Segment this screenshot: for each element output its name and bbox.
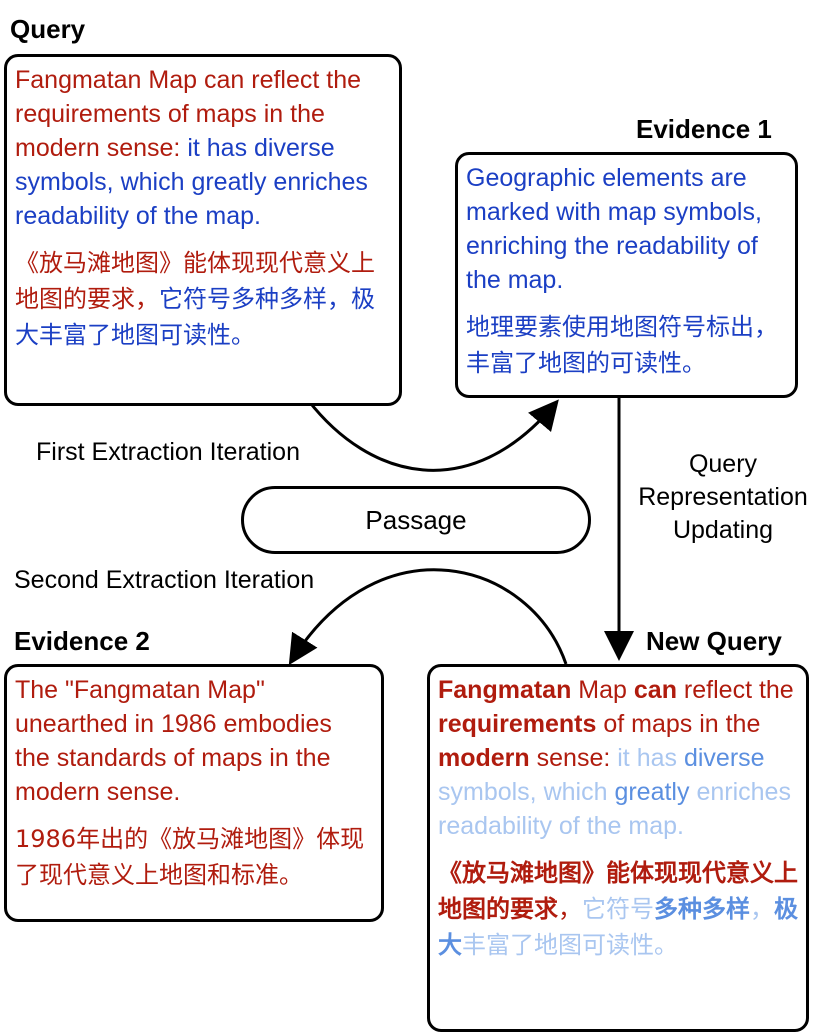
nq-zh-light-2: 极大: [438, 895, 798, 959]
nq-en-faint-1: it has: [610, 744, 684, 772]
query-update-line-1: Query: [688, 450, 758, 478]
query-update-line-2: Representation: [638, 483, 808, 511]
query-heading: Query: [10, 14, 86, 44]
nq-zh-bold-1: 《放马滩地图》能体现: [438, 859, 678, 887]
query-zh-blue: 它符号多种多样，极大丰富了地图可读性。: [15, 285, 375, 349]
second-iteration-label: Second Extraction Iteration: [14, 566, 315, 594]
nq-zh-faint-3: 丰富了地图可读性。: [462, 931, 678, 959]
passage-node: Passage: [241, 486, 591, 554]
new-query-heading: New Query: [646, 626, 782, 656]
nq-zh-bold-4: 要求: [510, 895, 558, 923]
nq-en-bold-2: can: [633, 676, 677, 704]
query-update-line-3: Updating: [672, 516, 774, 544]
query-update-label: Query Representation Updating: [628, 448, 818, 547]
evidence2-english-text: The "Fangmatan Map" unearthed in 1986 em…: [15, 676, 332, 806]
query-english-text: Fangmatan Map can reflect the requiremen…: [15, 63, 391, 233]
nq-en-4: sense:: [529, 744, 611, 772]
nq-en-light-1: diverse: [683, 744, 765, 772]
evidence2-box: The "Fangmatan Map" unearthed in 1986 em…: [4, 664, 384, 922]
first-iteration-label: First Extraction Iteration: [36, 438, 300, 466]
nq-zh-bold-2: 现代: [678, 859, 726, 887]
nq-en-bold-3: requirements: [438, 710, 597, 738]
nq-en-faint-2: symbols, which: [438, 778, 615, 806]
query-en-red: Fangmatan Map can reflect the requiremen…: [15, 66, 362, 162]
new-query-english-text: Fangmatan Map can reflect the requiremen…: [438, 673, 798, 843]
evidence1-english-text: Geographic elements are marked with map …: [466, 164, 762, 294]
evidence2-chinese-text: 1986年出的《放马滩地图》体现了现代意义上地图和标准。: [15, 825, 365, 889]
passage-label: Passage: [365, 504, 467, 535]
nq-en-2: reflect the: [676, 676, 794, 704]
evidence1-chinese-text: 地理要素使用地图符号标出，丰富了地图的可读性。: [466, 313, 778, 377]
nq-zh-5: ，: [558, 895, 582, 923]
nq-en-3: of maps in the: [596, 710, 761, 738]
nq-en-bold-1: Fangmatan: [438, 676, 572, 704]
nq-en-light-2: greatly: [614, 778, 690, 806]
nq-en-faint-3: enriches readability of the map.: [438, 778, 791, 840]
query-zh-red: 《放马滩地图》能体现现代意义上地图的要求，: [15, 249, 375, 313]
nq-zh-faint-1: 它符号: [582, 895, 654, 923]
second-iteration-arrow: [288, 568, 568, 666]
query-box: Fangmatan Map can reflect the requiremen…: [4, 54, 402, 406]
evidence2-heading: Evidence 2: [14, 626, 150, 656]
evidence1-box: Geographic elements are marked with map …: [455, 152, 798, 398]
nq-en-1: Map: [571, 676, 634, 704]
nq-zh-faint-2: ，: [750, 895, 774, 923]
new-query-chinese-text: 《放马滩地图》能体现现代意义上地图的要求，它符号多种多样，极大丰富了地图可读性。: [438, 855, 798, 963]
nq-zh-light-1: 多种多样: [654, 895, 750, 923]
evidence1-heading: Evidence 1: [636, 114, 772, 144]
nq-en-bold-4: modern: [438, 744, 530, 772]
nq-zh-bold-3: 意义上地图的: [438, 859, 798, 923]
first-iteration-arrow: [306, 399, 559, 472]
query-chinese-text: 《放马滩地图》能体现现代意义上地图的要求，它符号多种多样，极大丰富了地图可读性。: [15, 245, 391, 353]
query-en-blue: it has diverse symbols, which greatly en…: [15, 134, 368, 230]
new-query-box: Fangmatan Map can reflect the requiremen…: [427, 664, 809, 1032]
